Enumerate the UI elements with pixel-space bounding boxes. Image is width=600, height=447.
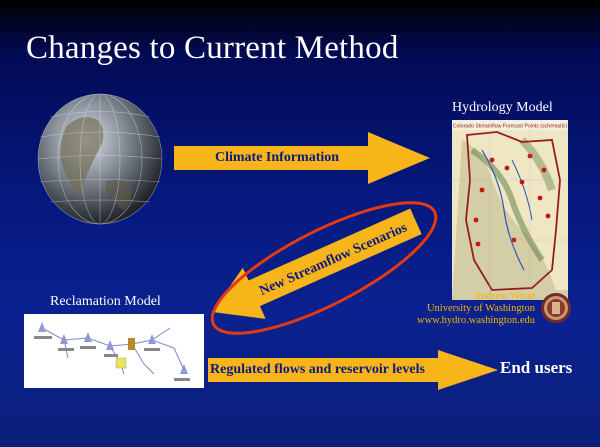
slide-title: Changes to Current Method — [26, 30, 399, 66]
credit-block: Andrew Wood University of Washington www… — [417, 291, 535, 327]
map-caption: Colorado Streamflow Forecast Points (sch… — [453, 124, 567, 130]
credit-url: www.hydro.washington.edu — [416, 315, 535, 326]
climate-information-label: Climate Information — [215, 150, 340, 165]
scenario-arrow-group: New Streamflow Scenarios — [210, 201, 438, 335]
credit-affiliation: University of Washington — [426, 303, 535, 314]
climate-information-arrow — [174, 132, 430, 184]
hydrology-model-label: Hydrology Model — [452, 100, 553, 115]
reclamation-network-image — [24, 314, 204, 388]
highlight-ellipse — [210, 201, 438, 335]
end-users-label: End users — [500, 358, 573, 377]
university-seal-icon — [541, 293, 571, 323]
regulated-flows-arrow — [208, 350, 498, 390]
new-streamflow-scenarios-arrow — [212, 208, 422, 319]
reclamation-model-label: Reclamation Model — [50, 294, 161, 309]
globe-icon — [37, 93, 163, 225]
hydrology-map-image: Colorado Streamflow Forecast Points (sch… — [452, 120, 568, 300]
credit-name: Andrew Wood — [473, 291, 535, 302]
new-streamflow-scenarios-label: New Streamflow Scenarios — [257, 220, 410, 299]
regulated-flows-label: Regulated flows and reservoir levels — [210, 362, 425, 377]
